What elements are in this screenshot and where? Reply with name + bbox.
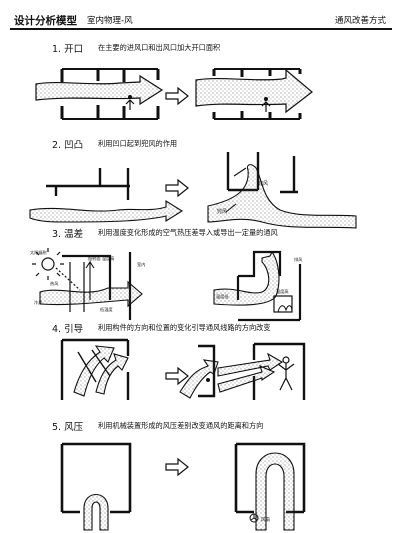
- section-4-title: 4. 引导: [52, 324, 84, 335]
- page-header: 设计分析模型 室内物理-风 通风改善方式: [0, 0, 400, 30]
- s3-label-fan: 排风: [294, 256, 303, 263]
- sun-icon: [32, 248, 81, 291]
- s2-right-sketch: [207, 152, 357, 229]
- section-4-desc: 利用构件的方向和位置的变化引导通风线路的方向改变: [98, 323, 271, 332]
- section-2-desc: 利用凹口起到兜风的作用: [98, 139, 178, 148]
- s2-arrow: [165, 178, 189, 198]
- s3-label-warm: 温度高: [276, 288, 289, 295]
- s2-left-sketch: [29, 168, 184, 223]
- s3-label-sun: 太阳辐射: [30, 249, 47, 256]
- s5-right-sketch: [234, 442, 306, 531]
- s3-left-sketch: [39, 252, 143, 320]
- s2-label-wind: 兜风: [258, 180, 268, 187]
- s3-label-cold: 冷风: [34, 299, 43, 306]
- header-divider: [10, 28, 392, 30]
- s4-right-sketch: [217, 342, 306, 400]
- section-2-title: 2. 凹凸: [52, 140, 84, 151]
- s3-label-coldair: 温度低: [216, 293, 229, 300]
- header-subtitle: 室内物理-风: [87, 16, 133, 26]
- s4-arrow: [165, 366, 189, 386]
- s5-arrow: [165, 457, 189, 477]
- s5-left-sketch: [60, 442, 132, 531]
- header-title: 设计分析模型: [14, 15, 77, 27]
- section-5-title: 5. 风压: [52, 422, 84, 433]
- s3-label-lowtemp: 低温度: [100, 306, 113, 313]
- s1-left-sketch: [35, 68, 164, 120]
- section-3-title: 3. 温差: [52, 229, 84, 240]
- s3-label-heated: 照射面 温度高: [88, 255, 114, 262]
- s2-label-wind2: 兜风: [217, 208, 227, 215]
- header-right: 通风改善方式: [334, 16, 386, 26]
- s1-arrow: [165, 86, 189, 106]
- section-3-desc: 利用温度变化形成的空气热压差导入或导出一定量的通风: [98, 228, 278, 237]
- section-1-title: 1. 开口: [52, 44, 84, 55]
- s3-label-hot: 热风: [50, 280, 59, 287]
- s4-left-sketch: [60, 338, 130, 400]
- s3-label-room: 室内: [137, 261, 145, 268]
- s1-right-sketch: [195, 68, 313, 120]
- s5-label-fan: 风扇: [261, 516, 270, 523]
- s3-right-sketch: [213, 250, 302, 322]
- fan-icon: [249, 513, 259, 523]
- s4-mid-sketch: [179, 344, 219, 399]
- section-5-desc: 利用机械装置形成的风压差别改变通风的距离和方向: [98, 421, 264, 430]
- section-1-desc: 在主要的进风口和出风口加大开口面积: [98, 43, 221, 52]
